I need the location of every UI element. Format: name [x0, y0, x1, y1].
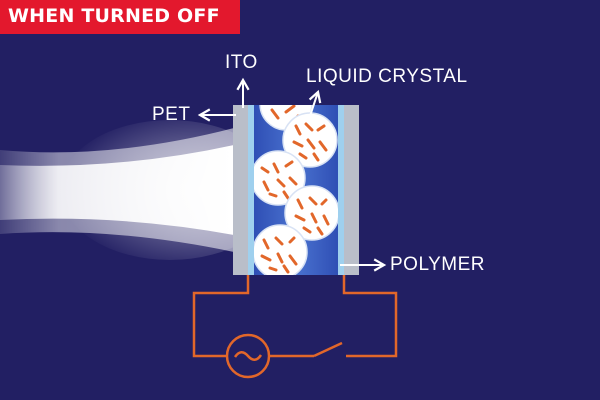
ac-source-icon — [225, 333, 271, 379]
polymer-label: POLYMER — [390, 254, 486, 275]
banner-title: WHEN TURNED OFF — [8, 5, 220, 27]
droplet — [254, 224, 308, 275]
ito-layer-right — [338, 105, 344, 275]
circuit-wire — [192, 275, 314, 358]
droplet — [254, 150, 306, 206]
liquid-crystal-droplets — [254, 105, 338, 275]
light-beam — [0, 120, 280, 260]
open-switch-icon — [313, 341, 343, 358]
pet-layer-right — [344, 105, 359, 275]
droplet — [282, 112, 338, 168]
circuit-wire-right — [342, 275, 398, 358]
state-banner: WHEN TURNED OFF — [0, 0, 240, 34]
liquid-crystal-arrow — [307, 89, 322, 123]
ito-label: ITO — [225, 52, 258, 73]
liquid-crystal-label: LIQUID CRYSTAL — [306, 66, 468, 87]
droplet — [284, 185, 338, 241]
pet-label: PET — [152, 104, 191, 125]
pet-layer-left — [233, 105, 248, 275]
ito-layer-left — [248, 105, 254, 275]
